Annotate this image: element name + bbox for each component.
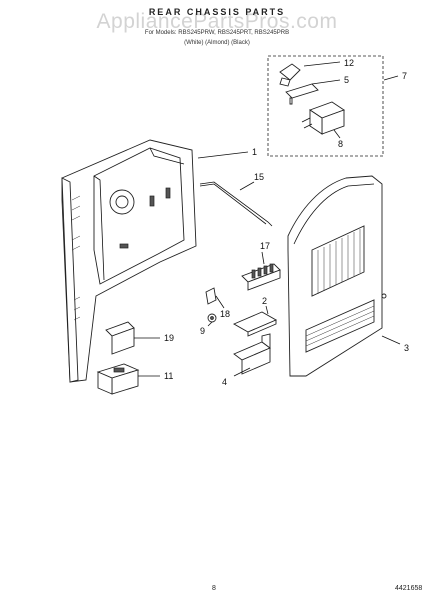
page-number: 8 [212,585,216,592]
leader-18 [215,295,225,309]
part-19-bracket [105,321,135,355]
watermark: AppliancePartsPros.com [96,10,338,33]
subassembly-box [267,55,384,157]
part-2-plate-bracket [232,311,278,337]
leader-3 [381,335,401,345]
part-8-block [301,101,345,135]
leader-7 [383,75,399,81]
part-12-bracket [279,63,301,87]
callout-1: 1 [252,147,257,157]
callout-9: 9 [200,326,205,336]
part-9-fastener [207,313,217,323]
leader-17 [261,251,265,265]
document-code: 4421658 [395,585,423,592]
leader-1 [197,151,249,159]
part-5-plate [285,83,319,105]
part-15-rod [199,181,273,227]
callout-4: 4 [222,377,227,387]
leader-4 [233,367,251,377]
callout-5: 5 [344,75,349,85]
leader-5 [311,79,341,85]
callout-11: 11 [164,371,173,381]
diagram-title: REAR CHASSIS PARTS [148,7,286,17]
callout-2: 2 [262,296,267,306]
color-list: (White) (Almond) (Black) [184,40,250,46]
part-4-angle-bracket [233,333,271,375]
part-11-block [96,363,140,395]
leader-9 [207,321,213,327]
callout-17: 17 [260,241,270,251]
callout-18: 18 [220,309,230,319]
leader-15 [239,181,255,191]
callout-15: 15 [254,172,264,182]
part-1-rear-chassis-panel [61,139,197,383]
callout-19: 19 [164,333,174,343]
callout-8: 8 [338,139,343,149]
model-list: For Models: RBS245PRW, RBS245PRT, RBS245… [144,30,290,36]
callout-12: 12 [344,58,354,68]
part-17-terminal-block [241,263,281,291]
callout-7: 7 [402,71,407,81]
callout-3: 3 [404,343,409,353]
leader-2 [265,305,269,315]
part-3-rear-cover-panel [287,175,387,377]
leader-12 [303,61,341,67]
part-18-clip [205,287,217,305]
leader-8 [333,129,341,139]
